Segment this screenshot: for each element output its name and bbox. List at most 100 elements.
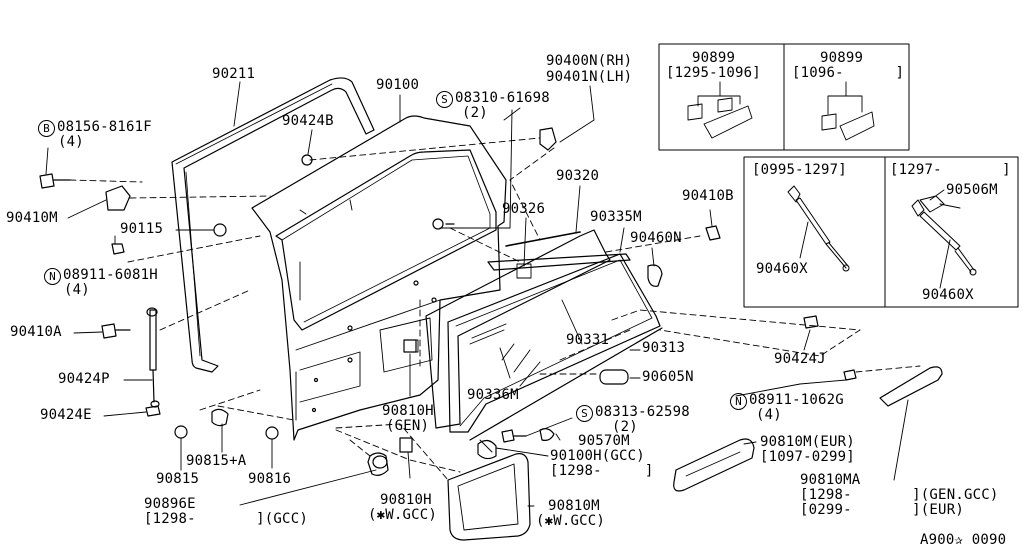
symbol-n-2: N — [730, 393, 747, 410]
box-strut-parts — [787, 185, 977, 276]
label-90424j: 90424J — [774, 351, 826, 367]
clip-90570m — [539, 428, 555, 441]
hinge-90400n — [539, 127, 557, 151]
garnish-90810ma — [879, 366, 943, 407]
label-90313: 90313 — [642, 340, 686, 356]
label-box2-right-date: [1297- ] — [890, 162, 1011, 178]
glass-90331 — [469, 327, 663, 441]
grommet-90815a — [211, 408, 229, 427]
label-90816: 90816 — [248, 471, 292, 487]
symbol-s: S — [436, 91, 453, 108]
glass-90313 — [447, 253, 661, 433]
label-90810m-wgcc-note: (✱W.GCC) — [536, 513, 606, 529]
label-90410b: 90410B — [682, 188, 734, 204]
label-90320: 90320 — [556, 168, 600, 184]
weatherstrip-90211 — [171, 77, 375, 373]
screw-08310 — [432, 218, 444, 230]
bolt-08156 — [39, 173, 71, 189]
label-08156-text: 08156-8161F — [57, 119, 152, 135]
moulding-90335M — [487, 253, 631, 271]
label-90100h: 90100H(GCC) — [550, 448, 645, 464]
label-90460n: 90460N — [630, 230, 682, 246]
box-90899-parts — [687, 81, 875, 141]
gas-strut-90424p — [149, 309, 157, 371]
label-90810ma-note1: [1298- ](GEN.GCC) — [800, 487, 999, 503]
label-08911-1062g-text: 08911-1062G — [749, 392, 844, 408]
label-08313-qty: (2) — [612, 419, 638, 435]
label-90815: 90815 — [156, 471, 200, 487]
label-08911-6081h-qty: (4) — [64, 282, 90, 298]
symbol-b: B — [38, 120, 55, 137]
label-90460x-left: 90460X — [756, 261, 808, 277]
label-08911-6081h-text: 08911-6081H — [63, 267, 158, 283]
plug-90816 — [265, 426, 279, 440]
label-90570m: 90570M — [578, 433, 630, 449]
cover-90810m-wgcc — [447, 453, 531, 541]
label-08310-text: 08310-61698 — [455, 90, 550, 106]
label-box1-left-part: 90899 — [692, 50, 736, 66]
lock-90896e — [367, 452, 389, 476]
label-90810m-wgcc: 90810M — [548, 498, 600, 514]
switch-90810h-wgcc — [399, 437, 413, 453]
label-90810m-eur-note: [1097-0299] — [760, 449, 855, 465]
label-90326: 90326 — [502, 201, 546, 217]
door-window-opening — [275, 149, 497, 331]
label-90410m: 90410M — [6, 210, 58, 226]
screw-08313 — [501, 429, 527, 443]
moulding-90336M — [469, 323, 507, 345]
diagram-id: A900✰ 0090 — [920, 532, 1007, 548]
label-90896e-note: [1298- ](GCC) — [144, 511, 308, 527]
nut-08911-1062g — [843, 369, 857, 381]
label-90424p: 90424P — [58, 371, 110, 387]
bolt-90424e — [145, 405, 161, 417]
moulding-90326 — [505, 231, 581, 247]
leader-lines — [45, 81, 909, 507]
label-box1-right-date: [1096- ] — [792, 65, 905, 81]
label-08310-qty: (2) — [462, 105, 488, 121]
label-90424e: 90424E — [40, 407, 92, 423]
label-90401n: 90401N(LH) — [546, 69, 633, 85]
label-08156-qty: (4) — [58, 134, 84, 150]
glass-frame-90320 — [425, 229, 611, 429]
label-90810h-wgcc-note: (✱W.GCC) — [368, 507, 438, 523]
label-08911-1062g-qty: (4) — [756, 407, 782, 423]
garnish-90810m-eur — [673, 438, 755, 492]
label-box1-right-part: 90899 — [820, 50, 864, 66]
box-gas-strut — [743, 156, 1019, 308]
label-90211: 90211 — [212, 66, 256, 82]
label-90400n: 90400N(RH) — [546, 53, 633, 69]
label-90810ma-note2: [0299- ](EUR) — [800, 502, 964, 518]
label-90336m: 90336M — [467, 387, 519, 403]
label-90100h-note: [1298- ] — [550, 463, 654, 479]
label-90810ma: 90810MA — [800, 472, 861, 488]
label-90424b: 90424B — [282, 113, 334, 129]
label-90506m: 90506M — [946, 182, 998, 198]
switch-90810h-gen — [403, 339, 417, 353]
stopper-90460n — [647, 264, 663, 287]
bolt-90410a — [101, 323, 131, 339]
label-box2-left-date: [0995-1297] — [752, 162, 847, 178]
nut-08911-6081h — [111, 243, 125, 255]
label-90335m: 90335M — [590, 209, 642, 225]
label-box1-left-date: [1295-1096] — [666, 65, 761, 81]
label-90810h-gen-note: (GEN) — [386, 418, 430, 434]
symbol-s-2: S — [576, 405, 593, 422]
label-90410a: 90410A — [10, 324, 62, 340]
label-90331: 90331 — [566, 332, 610, 348]
label-90115: 90115 — [120, 221, 164, 237]
label-90810m-eur: 90810M(EUR) — [760, 434, 855, 450]
plug-90815 — [174, 425, 188, 439]
label-90815a: 90815+A — [186, 453, 247, 469]
label-90605n: 90605N — [642, 369, 694, 385]
symbol-n: N — [44, 268, 61, 285]
back-door-panel-90100 — [251, 115, 507, 441]
label-90810h-gen: 90810H — [382, 403, 434, 419]
clip-90410m — [105, 185, 131, 211]
label-08313-text: 08313-62598 — [595, 404, 690, 420]
